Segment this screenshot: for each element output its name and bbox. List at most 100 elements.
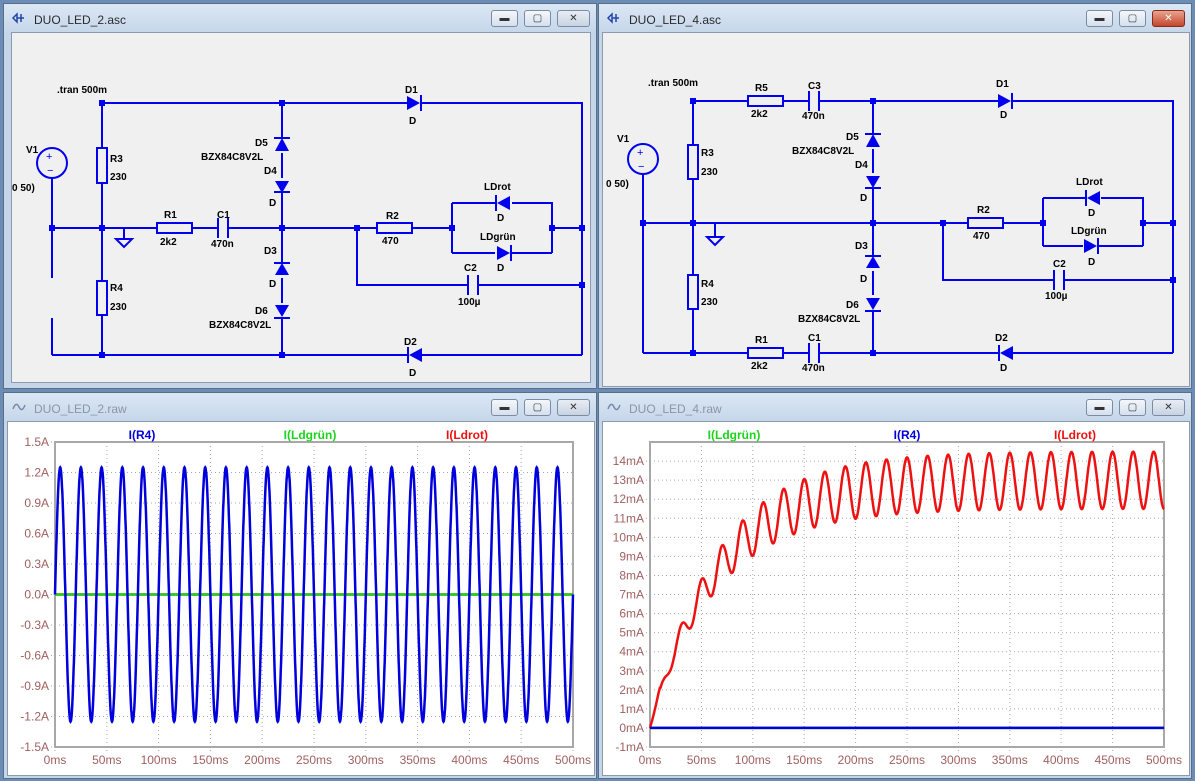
titlebar[interactable]: DUO_LED_4.asc ▬ ▢ ✕: [599, 4, 1191, 32]
c1-label[interactable]: C1: [808, 333, 821, 344]
r5-label[interactable]: R5: [755, 83, 768, 94]
d2-label[interactable]: D2: [404, 337, 417, 348]
v1-value[interactable]: 0 50): [12, 183, 35, 194]
d1-label[interactable]: D1: [405, 85, 418, 96]
ldgruen-label[interactable]: LDgrün: [1071, 226, 1107, 237]
r4-label[interactable]: R4: [110, 283, 123, 294]
r1-value[interactable]: 2k2: [160, 237, 177, 248]
d1-label[interactable]: D1: [996, 79, 1009, 90]
r4-value[interactable]: 230: [701, 297, 718, 308]
minimize-button[interactable]: ▬: [491, 399, 518, 416]
d3-label[interactable]: D3: [855, 241, 868, 252]
minimize-button[interactable]: ▬: [491, 10, 518, 27]
r4-label[interactable]: R4: [701, 279, 714, 290]
schematic-window-left[interactable]: DUO_LED_2.asc ▬ ▢ ✕: [3, 3, 597, 389]
ldrot-label[interactable]: LDrot: [1076, 177, 1103, 188]
r1-label[interactable]: R1: [755, 335, 768, 346]
c2-value[interactable]: 100µ: [1045, 291, 1068, 302]
d4-model[interactable]: D: [860, 193, 868, 204]
d2-model[interactable]: D: [1000, 363, 1008, 374]
schematic-canvas[interactable]: + − .tr: [602, 32, 1190, 387]
r2-label[interactable]: R2: [386, 211, 399, 222]
c2-label[interactable]: C2: [464, 263, 477, 274]
sim-directive[interactable]: .tran 500m: [57, 85, 108, 96]
x-tick-label: 250ms: [889, 753, 925, 767]
v1-value[interactable]: 0 50): [606, 179, 629, 190]
d6-model[interactable]: BZX84C8V2L: [209, 320, 272, 331]
d6-label[interactable]: D6: [255, 306, 268, 317]
d3-model[interactable]: D: [269, 279, 277, 290]
d2-model[interactable]: D: [409, 368, 417, 379]
maximize-button[interactable]: ▢: [524, 399, 551, 416]
c1-value[interactable]: 470n: [211, 239, 234, 250]
r2-value[interactable]: 470: [382, 236, 399, 247]
c3-label[interactable]: C3: [808, 81, 821, 92]
close-button[interactable]: ✕: [1152, 10, 1185, 27]
r3-label[interactable]: R3: [110, 154, 123, 165]
d1-model[interactable]: D: [409, 116, 417, 127]
d5-label[interactable]: D5: [846, 132, 859, 143]
d2-label[interactable]: D2: [995, 333, 1008, 344]
d5-model[interactable]: BZX84C8V2L: [201, 152, 264, 163]
ldrot-model[interactable]: D: [1088, 208, 1096, 219]
titlebar[interactable]: DUO_LED_4.raw ▬ ▢ ✕: [599, 393, 1191, 421]
r2-label[interactable]: R2: [977, 205, 990, 216]
legend-entry[interactable]: I(R4): [129, 428, 156, 442]
r4-value[interactable]: 230: [110, 302, 127, 313]
r2-value[interactable]: 470: [973, 231, 990, 242]
titlebar[interactable]: DUO_LED_2.raw ▬ ▢ ✕: [4, 393, 596, 421]
legend-entry[interactable]: I(Ldgrün): [284, 428, 337, 442]
r1-value[interactable]: 2k2: [751, 361, 768, 372]
v1-label[interactable]: V1: [26, 145, 39, 156]
ldgruen-model[interactable]: D: [497, 263, 505, 274]
ldgruen-model[interactable]: D: [1088, 257, 1096, 268]
maximize-button[interactable]: ▢: [1119, 399, 1146, 416]
close-button[interactable]: ✕: [557, 399, 590, 416]
schematic-window-right[interactable]: DUO_LED_4.asc ▬ ▢ ✕: [598, 3, 1192, 389]
close-button[interactable]: ✕: [557, 10, 590, 27]
r3-value[interactable]: 230: [701, 167, 718, 178]
d5-model[interactable]: BZX84C8V2L: [792, 146, 855, 157]
c1-value[interactable]: 470n: [802, 363, 825, 374]
ldrot-model[interactable]: D: [497, 213, 505, 224]
r3-label[interactable]: R3: [701, 148, 714, 159]
legend-entry[interactable]: I(Ldrot): [1054, 428, 1096, 442]
maximize-button[interactable]: ▢: [524, 10, 551, 27]
schematic-canvas[interactable]: + −: [11, 32, 591, 383]
d1-model[interactable]: D: [1000, 110, 1008, 121]
legend-entry[interactable]: I(R4): [894, 428, 921, 442]
d3-label[interactable]: D3: [264, 246, 277, 257]
d6-model[interactable]: BZX84C8V2L: [798, 314, 861, 325]
d5-label[interactable]: D5: [255, 138, 268, 149]
r5-value[interactable]: 2k2: [751, 109, 768, 120]
sim-directive[interactable]: .tran 500m: [648, 78, 699, 89]
maximize-button[interactable]: ▢: [1119, 10, 1146, 27]
v1-label[interactable]: V1: [617, 134, 630, 145]
r1-label[interactable]: R1: [164, 210, 177, 221]
c1-label[interactable]: C1: [217, 210, 230, 221]
r3-value[interactable]: 230: [110, 172, 127, 183]
legend-entry[interactable]: I(Ldrot): [446, 428, 488, 442]
d3-model[interactable]: D: [860, 274, 868, 285]
d4-label[interactable]: D4: [855, 160, 868, 171]
close-button[interactable]: ✕: [1152, 399, 1185, 416]
minimize-button[interactable]: ▬: [1086, 10, 1113, 27]
d6-label[interactable]: D6: [846, 300, 859, 311]
c2-value[interactable]: 100µ: [458, 297, 481, 308]
c3-value[interactable]: 470n: [802, 111, 825, 122]
ldrot-label[interactable]: LDrot: [484, 182, 511, 193]
minimize-button[interactable]: ▬: [1086, 399, 1113, 416]
d4-model[interactable]: D: [269, 198, 277, 209]
d4-label[interactable]: D4: [264, 166, 277, 177]
ldgruen-label[interactable]: LDgrün: [480, 232, 516, 243]
legend-entry[interactable]: I(Ldgrün): [708, 428, 761, 442]
window-title: DUO_LED_4.raw: [629, 402, 722, 416]
c2-label[interactable]: C2: [1053, 259, 1066, 270]
titlebar[interactable]: DUO_LED_2.asc ▬ ▢ ✕: [4, 4, 596, 32]
